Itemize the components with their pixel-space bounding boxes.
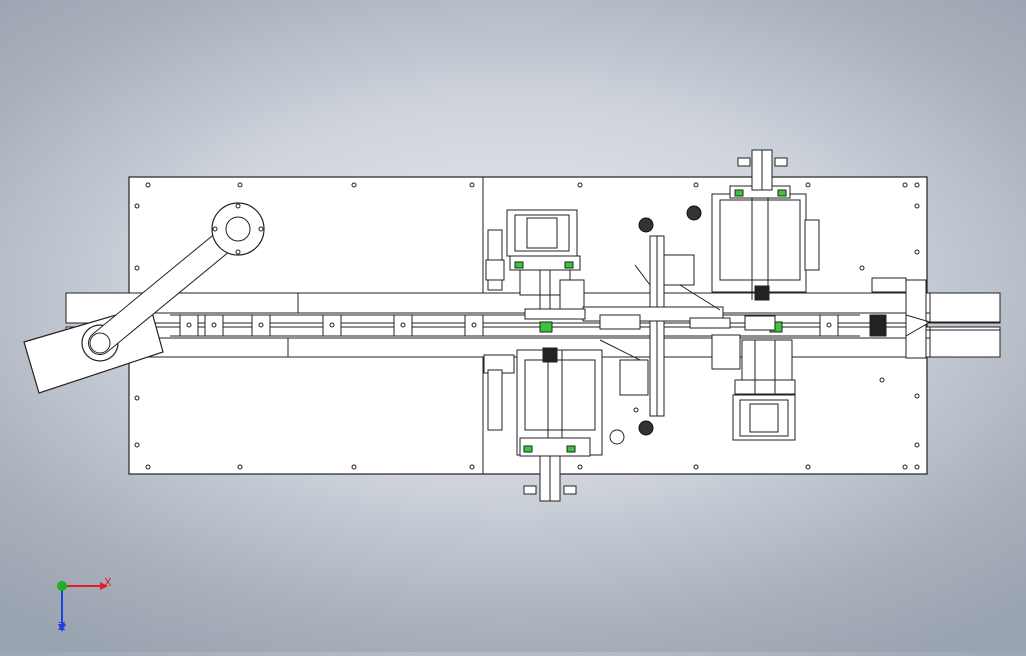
feeding-arm[interactable] xyxy=(23,202,265,394)
rail-outlet xyxy=(871,277,1001,359)
rail-clamps xyxy=(179,314,887,337)
center-frame[interactable] xyxy=(582,235,724,417)
dark-fasteners xyxy=(638,205,702,436)
mounting-holes xyxy=(134,182,920,470)
center-rail-details xyxy=(524,308,776,331)
z-axis-label: Z xyxy=(58,620,66,633)
upper-right-station[interactable] xyxy=(711,149,820,333)
lower-right-station[interactable] xyxy=(711,334,796,441)
coordinate-triad-icon xyxy=(57,581,108,632)
upper-left-station[interactable] xyxy=(485,209,585,315)
open-hole xyxy=(609,429,625,445)
lower-left-station[interactable] xyxy=(483,321,603,502)
coordinate-triad: X Z xyxy=(48,572,118,636)
x-axis-label: X xyxy=(104,576,112,589)
